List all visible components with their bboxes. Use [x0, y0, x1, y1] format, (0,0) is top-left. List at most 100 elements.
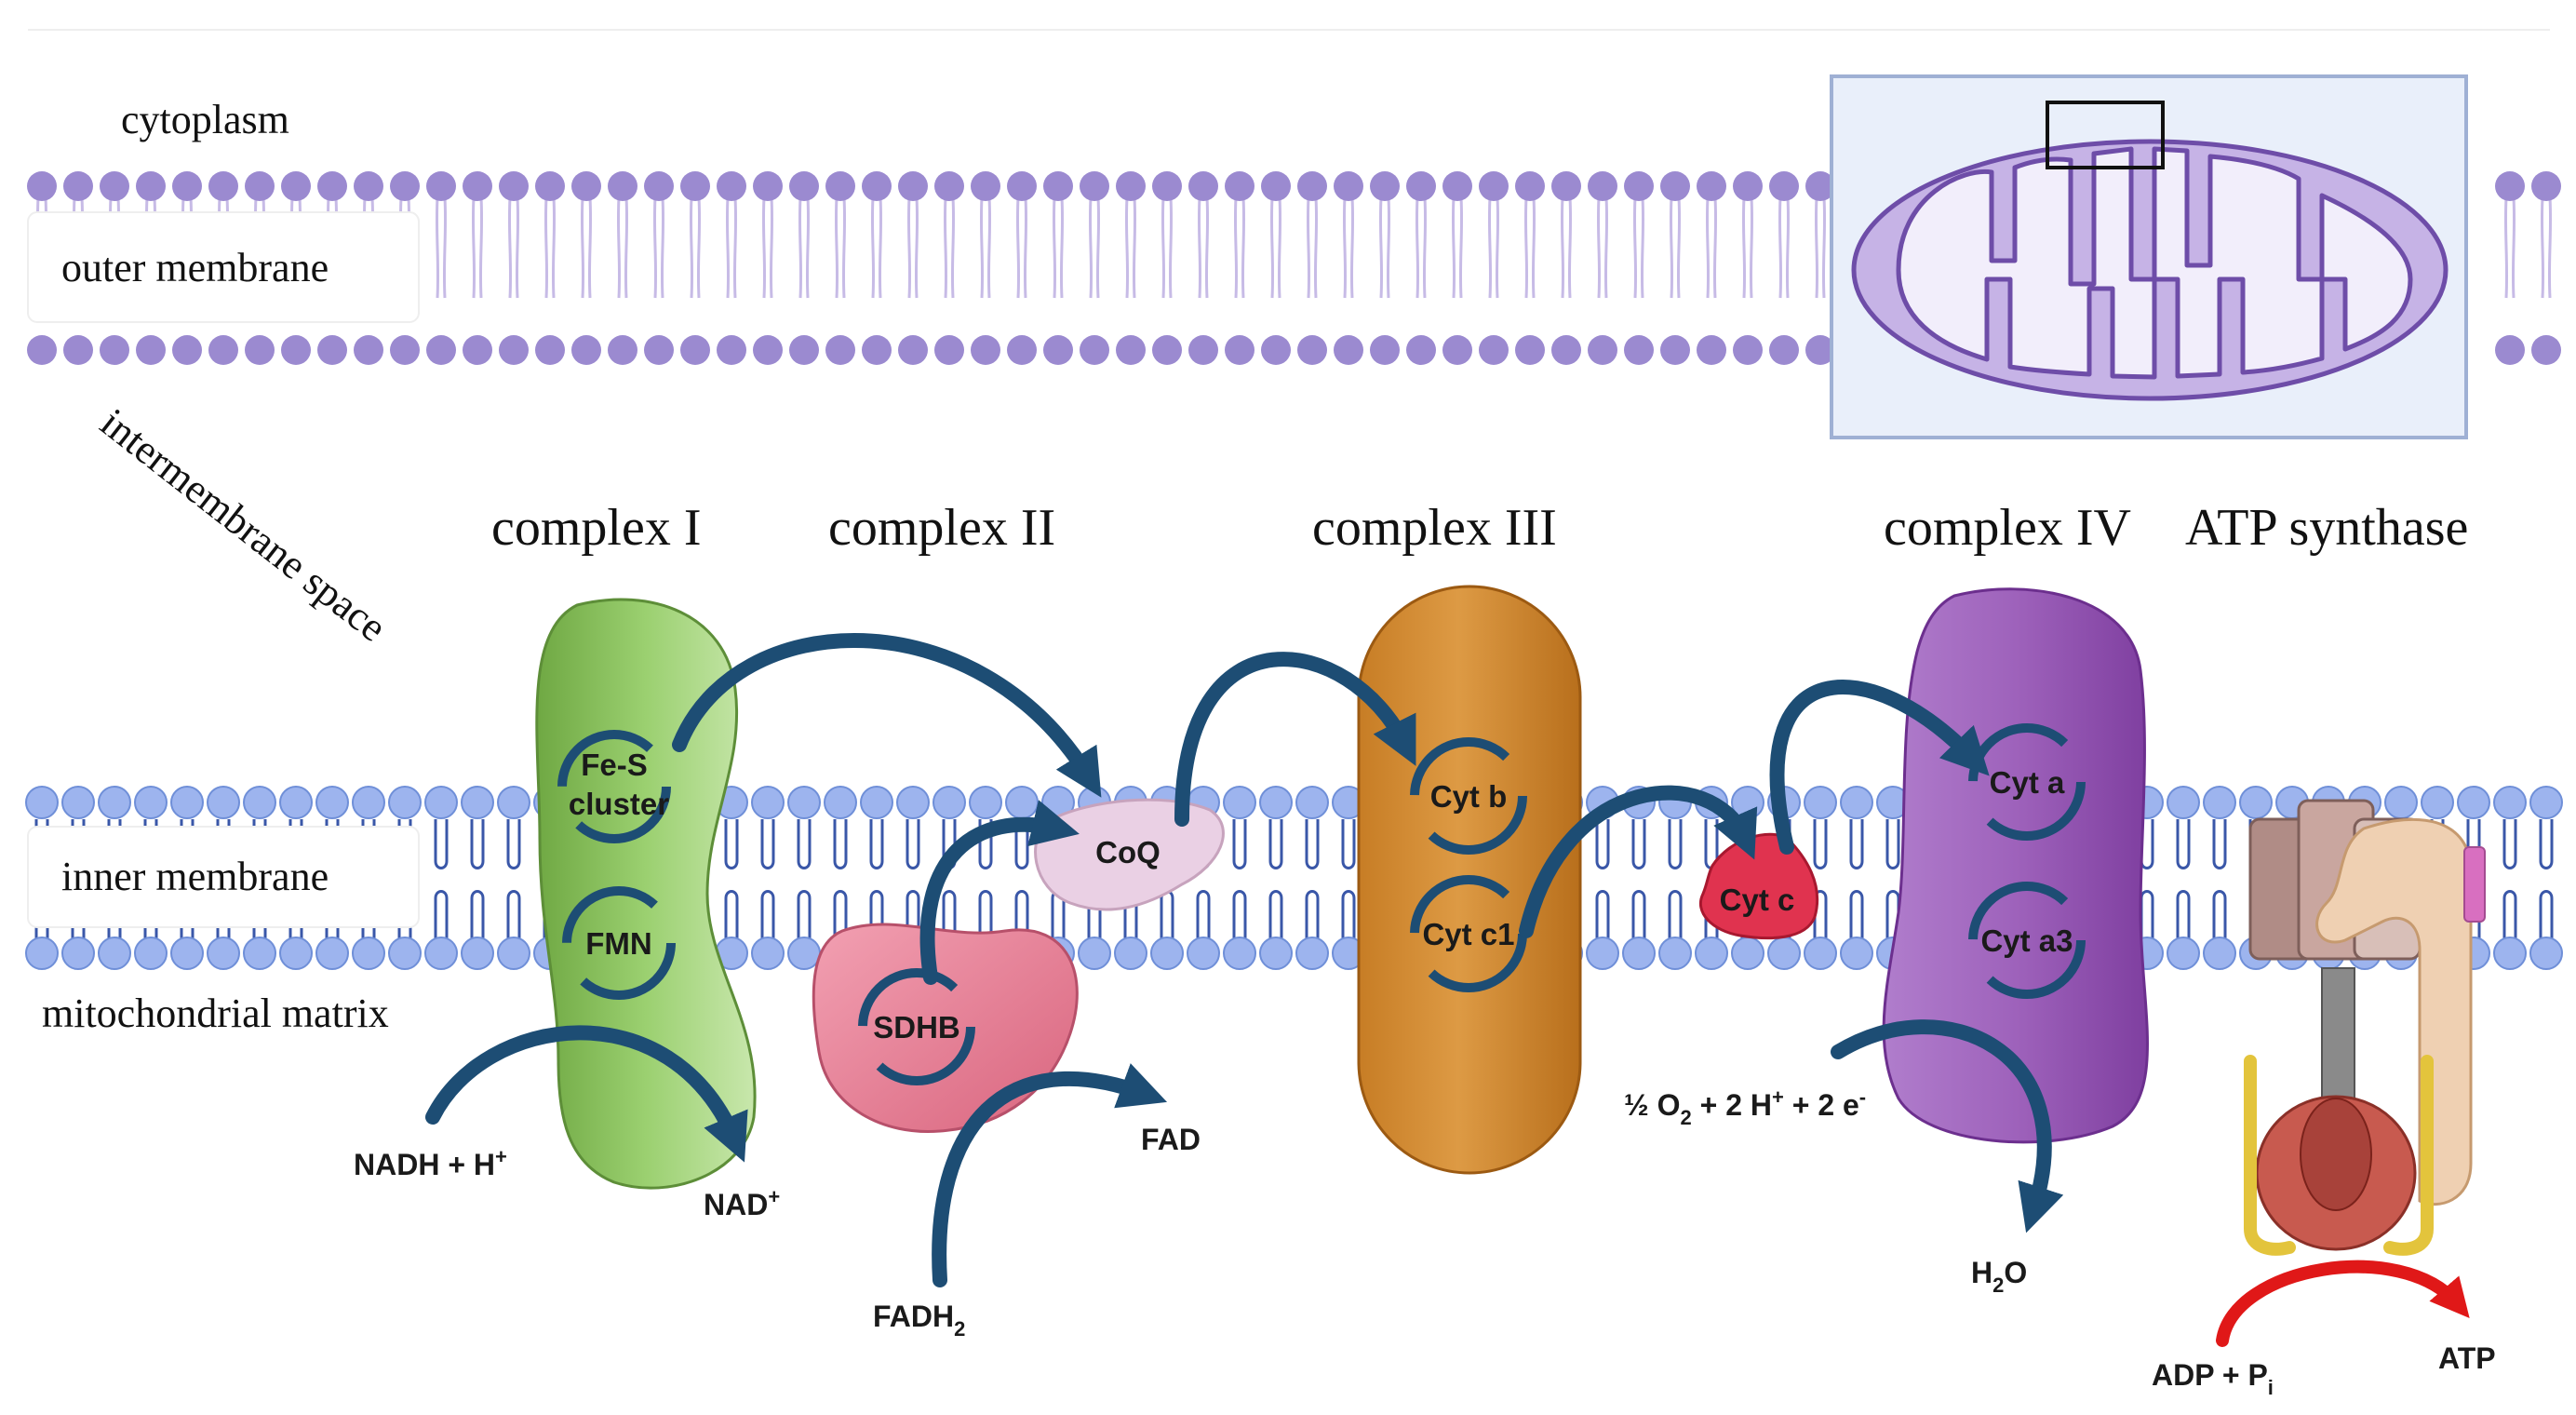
inner-lipid-head — [896, 786, 930, 819]
inner-lipid-tail — [1341, 819, 1356, 869]
inner-lipid-head — [2384, 786, 2418, 819]
outer-lipid-head — [608, 171, 637, 201]
outer-lipid-head — [971, 171, 1000, 201]
outer-lipid-tail — [471, 196, 484, 299]
inner-lipid-head — [279, 786, 313, 819]
outer-lipid-head — [1805, 335, 1835, 365]
atp-synthase-stalk — [2321, 967, 2355, 1099]
outer-lipid-tail — [652, 196, 665, 299]
atp-synthase-yellow-arm-left — [2244, 1055, 2296, 1256]
outer-lipid-head — [1261, 335, 1291, 365]
cyt-b-label: Cyt b — [1430, 779, 1508, 814]
inner-lipid-tail — [1341, 890, 1356, 940]
inner-lipid-head — [25, 937, 59, 970]
inner-lipid-tail — [1668, 819, 1683, 869]
inner-membrane-label-box — [27, 826, 420, 928]
outer-lipid-tail — [1741, 196, 1754, 299]
outer-membrane-label-box — [27, 211, 420, 323]
outer-lipid-tail — [616, 196, 629, 299]
cyt-c1-label: Cyt c1 — [1422, 917, 1514, 951]
outer-lipid-head — [1442, 335, 1472, 365]
outer-lipid-head — [1733, 171, 1763, 201]
inner-lipid-head — [1840, 786, 1873, 819]
outer-lipid-head — [1515, 335, 1545, 365]
fadh2-label: FADH2 — [873, 1300, 965, 1341]
inner-lipid-tail — [506, 819, 521, 869]
outer-lipid-head — [680, 171, 710, 201]
complex-2-heading: complex II — [828, 499, 1055, 557]
outer-lipid-head — [1370, 335, 1400, 365]
outer-lipid-head — [1769, 171, 1799, 201]
outer-lipid-tail — [1342, 196, 1355, 299]
outer-lipid-head — [208, 171, 238, 201]
inner-lipid-tail — [2176, 890, 2191, 940]
outer-lipid-head — [825, 171, 855, 201]
inner-lipid-head — [2203, 937, 2236, 970]
inner-lipid-tail — [1849, 890, 1864, 940]
mitochondrial-matrix-label: mitochondrial matrix — [42, 990, 389, 1036]
inner-lipid-tail — [760, 819, 775, 869]
outer-lipid-tail — [798, 196, 811, 299]
outer-lipid-head — [1406, 335, 1436, 365]
atp-synthase-f1-center — [2300, 1098, 2372, 1211]
outer-lipid-head — [644, 171, 674, 201]
inner-lipid-tail — [2502, 890, 2517, 940]
fmn-cycle — [562, 886, 676, 1000]
fes-label-line1: Fe-S — [581, 748, 648, 782]
inner-lipid-tail — [1196, 890, 1211, 940]
outer-lipid-head — [1007, 171, 1037, 201]
outer-lipid-head — [1116, 171, 1146, 201]
inner-lipid-head — [98, 937, 131, 970]
outer-lipid-head — [1152, 335, 1182, 365]
outer-lipid-head — [1551, 171, 1581, 201]
outer-lipid-tail — [1124, 196, 1137, 299]
inner-lipid-tail — [2140, 890, 2154, 940]
inner-lipid-tail — [2539, 819, 2554, 869]
outer-lipid-head — [208, 335, 238, 365]
inner-lipid-tail — [1268, 819, 1283, 869]
inner-lipid-head — [1259, 937, 1293, 970]
complex-2: SDHB — [812, 923, 1079, 1134]
inner-lipid-head — [1295, 937, 1329, 970]
inner-lipid-tail — [1268, 890, 1283, 940]
inner-lipid-head — [1731, 937, 1764, 970]
outer-lipid-head — [354, 171, 383, 201]
inner-lipid-tail — [906, 819, 920, 869]
outer-lipid-tail — [834, 196, 847, 299]
inner-lipid-tail — [1232, 819, 1247, 869]
outer-lipid-head — [390, 171, 420, 201]
inner-lipid-head — [134, 786, 168, 819]
inner-lipid-head — [2493, 937, 2527, 970]
outer-lipid-head — [1624, 335, 1654, 365]
inner-lipid-head — [279, 937, 313, 970]
inner-lipid-head — [98, 786, 131, 819]
inner-lipid-tail — [724, 819, 739, 869]
inner-lipid-head — [1223, 937, 1256, 970]
arrow-fadh2-to-fad — [932, 1063, 1168, 1287]
inner-lipid-head — [1078, 937, 1111, 970]
outer-lipid-head — [499, 171, 529, 201]
outer-lipid-head — [1515, 171, 1545, 201]
outer-lipid-head — [535, 335, 565, 365]
outer-lipid-head — [63, 171, 93, 201]
complex-2-body — [812, 923, 1079, 1134]
inner-lipid-head — [860, 786, 893, 819]
arrow-complex1-to-coq — [672, 633, 1102, 798]
inner-lipid-head — [207, 786, 240, 819]
cyt-b-cycle — [1410, 737, 1527, 855]
outer-lipid-head — [1733, 335, 1763, 365]
outer-lipid-head — [1334, 335, 1363, 365]
outer-lipid-head — [390, 335, 420, 365]
inner-lipid-head — [61, 937, 95, 970]
outer-lipid-head — [1225, 335, 1254, 365]
cyt-a-cycle — [1968, 723, 2086, 841]
cyt-c-label: Cyt c — [1720, 883, 1795, 917]
inner-lipid-head — [134, 937, 168, 970]
inner-lipid-head — [352, 937, 385, 970]
inner-lipid-head — [1804, 786, 1837, 819]
inner-lipid-head — [170, 786, 204, 819]
outer-lipid-head — [317, 335, 347, 365]
inner-lipid-head — [315, 937, 349, 970]
arrow-nadh-to-nad — [425, 1025, 748, 1163]
